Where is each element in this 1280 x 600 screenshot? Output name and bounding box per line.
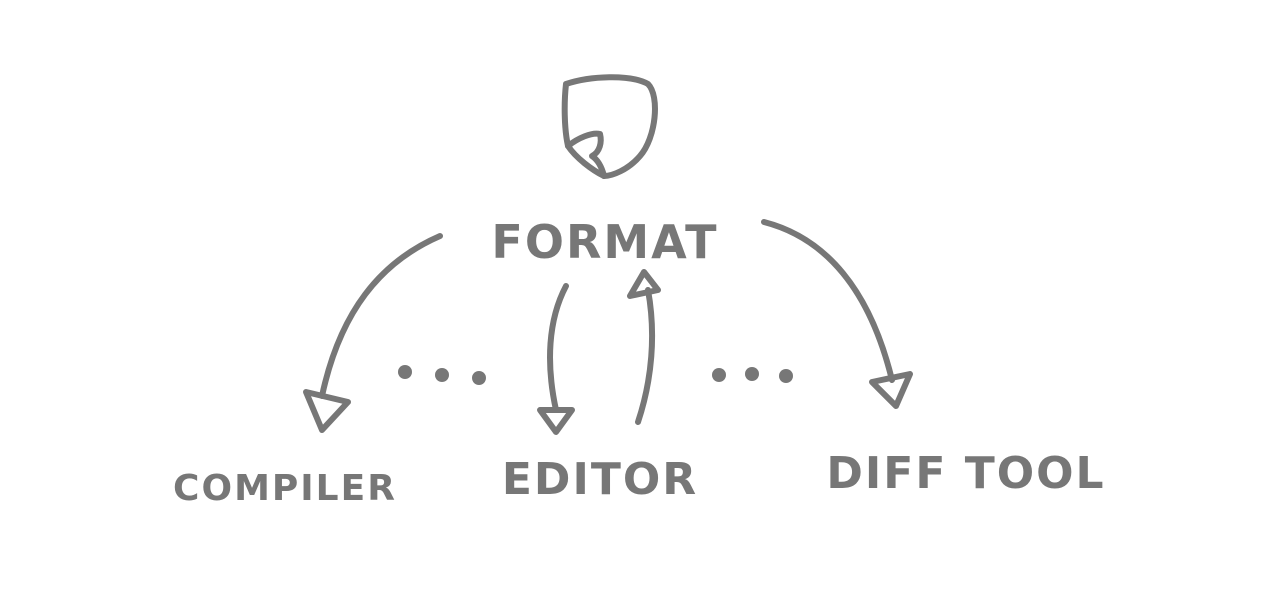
arrow-editor-to-format (627, 269, 661, 425)
arrow-format-to-compiler (303, 233, 443, 433)
difftool-label: Diff Tool (826, 448, 1105, 499)
editor-label: Editor (502, 454, 698, 505)
ellipsis-right (712, 367, 793, 383)
compiler-label: Compiler (173, 468, 397, 509)
document-icon (561, 74, 658, 179)
format-label: Format (491, 215, 718, 269)
arrow-format-to-editor (537, 283, 575, 435)
arrow-format-to-difftool (761, 219, 913, 409)
ellipsis-left (398, 365, 486, 385)
